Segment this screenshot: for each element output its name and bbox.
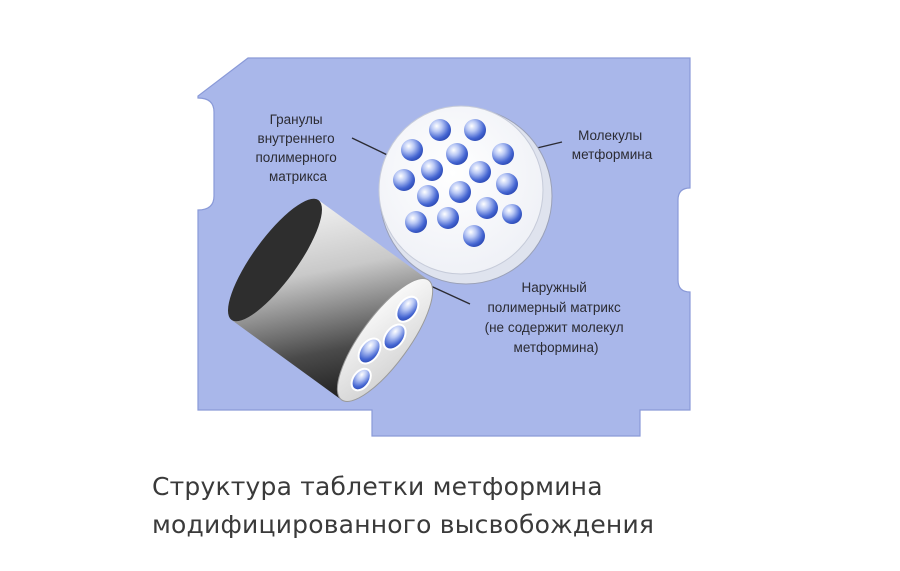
diagram-svg: Гранулы внутреннего полимерного матрикса… (197, 57, 691, 437)
caption-line-1: Структура таблетки метформина (152, 472, 603, 501)
figure-caption: Структура таблетки метформина модифициро… (152, 468, 852, 544)
granule-disc (378, 105, 553, 285)
label-molecules: Молекулы метформина (572, 128, 653, 162)
tablet-cylinder (227, 198, 434, 402)
tablet-structure-diagram: Гранулы внутреннего полимерного матрикса… (197, 57, 691, 437)
cylinder-granules (350, 295, 420, 392)
caption-line-2: модифицированного высвобождения (152, 510, 655, 539)
label-outer-matrix: Наружный полимерный матрикс (не содержит… (485, 280, 628, 355)
label-granules: Гранулы внутреннего полимерного матрикса (255, 112, 340, 184)
metformin-molecules (393, 119, 522, 247)
